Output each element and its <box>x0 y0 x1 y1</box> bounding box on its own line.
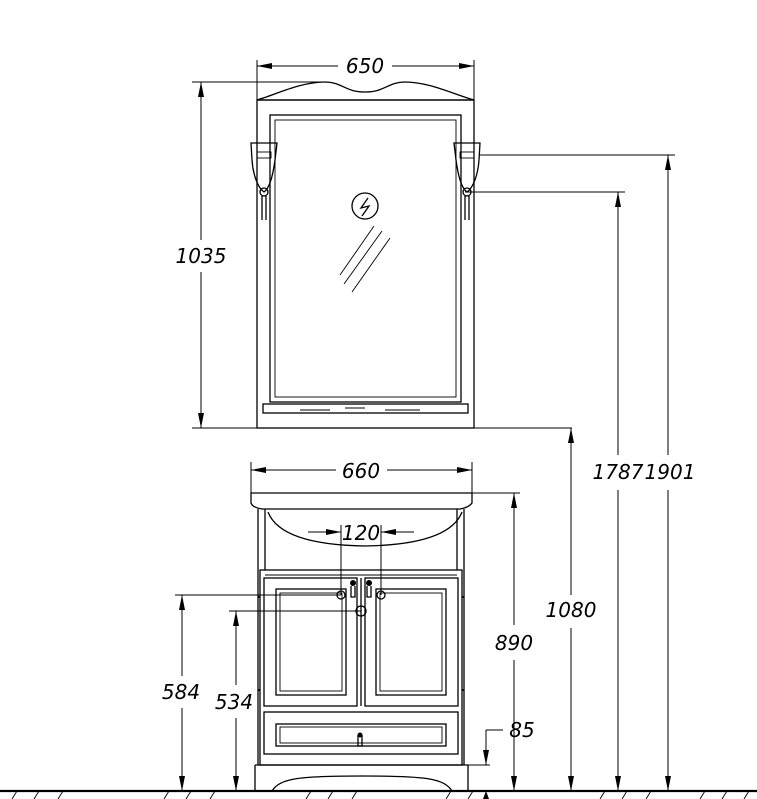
lamp-top-height-label: 1901 <box>645 460 696 484</box>
mirror <box>250 81 481 429</box>
light-height-label: 1787 <box>593 460 644 484</box>
drawer <box>263 711 459 755</box>
dimension-lines <box>175 60 675 799</box>
supply-height-label: 584 <box>162 680 200 704</box>
mirror-bottom-height-label: 1080 <box>546 598 597 622</box>
mirror-height-label: 1035 <box>176 244 227 268</box>
mirror-width-label: 650 <box>346 54 384 78</box>
lightning-bolt-icon <box>351 192 379 220</box>
vanity <box>250 492 473 792</box>
mirror-crown <box>256 81 475 101</box>
faucet-spacing-label: 120 <box>342 521 380 545</box>
vanity-height-label: 890 <box>495 631 533 655</box>
plinth <box>254 764 469 792</box>
left-wall-lamp <box>250 142 278 220</box>
basin <box>267 511 463 547</box>
mirror-shelf <box>262 403 469 414</box>
drain-height-label: 534 <box>215 690 253 714</box>
vanity-width-label: 660 <box>342 459 380 483</box>
mirror-frame <box>256 99 475 429</box>
right-wall-lamp <box>453 142 481 220</box>
door-handles <box>350 580 372 598</box>
floor <box>0 789 757 799</box>
right-door <box>364 577 459 707</box>
countertop <box>250 492 473 510</box>
plinth-height-label: 85 <box>509 718 534 742</box>
left-door <box>263 577 358 707</box>
glass-reflection <box>339 225 391 293</box>
